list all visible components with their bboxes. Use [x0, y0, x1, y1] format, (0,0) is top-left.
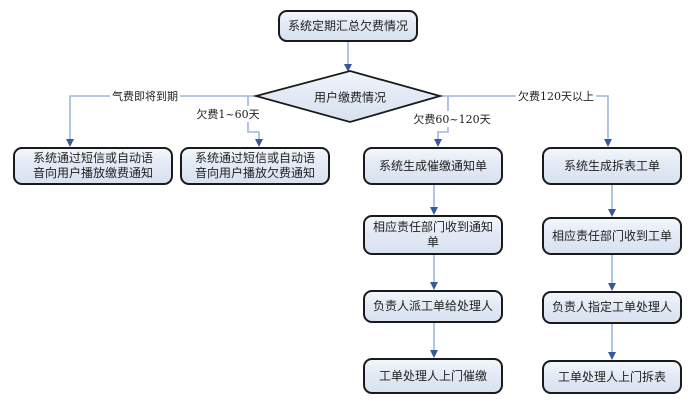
node-assign-work-order: 负责人派工单给处理人: [363, 290, 503, 323]
branch-label-gas-due: 气费即将到期: [110, 88, 180, 104]
branch-label-1-60-days: 欠费1~60天: [194, 106, 262, 122]
node-generate-removal-order: 系统生成拆表工单: [542, 147, 682, 185]
node-sms-payment-notice: 系统通过短信或自动语音向用户播放缴费通知: [13, 147, 173, 185]
branch-label-60-120-days: 欠费60~120天: [411, 111, 493, 127]
decision-label: 用户缴费情况: [313, 90, 387, 105]
arrowheads: [66, 64, 616, 360]
node-dept-receive-order: 相应责任部门收到工单: [542, 217, 682, 255]
node-dept-receive-notice: 相应责任部门收到通知单: [363, 215, 503, 255]
decision-diamond: [252, 70, 444, 123]
node-generate-reminder-notice: 系统生成催缴通知单: [363, 147, 503, 185]
branch-label-over-120-days: 欠费120天以上: [516, 88, 596, 104]
node-sms-arrears-notice: 系统通过短信或自动语音向用户播放欠费通知: [180, 147, 330, 185]
node-start: 系统定期汇总欠费情况: [278, 10, 418, 42]
node-door-collection: 工单处理人上门催缴: [363, 358, 503, 394]
node-designate-handler: 负责人指定工单处理人: [542, 291, 682, 324]
node-door-meter-removal: 工单处理人上门拆表: [542, 360, 682, 394]
